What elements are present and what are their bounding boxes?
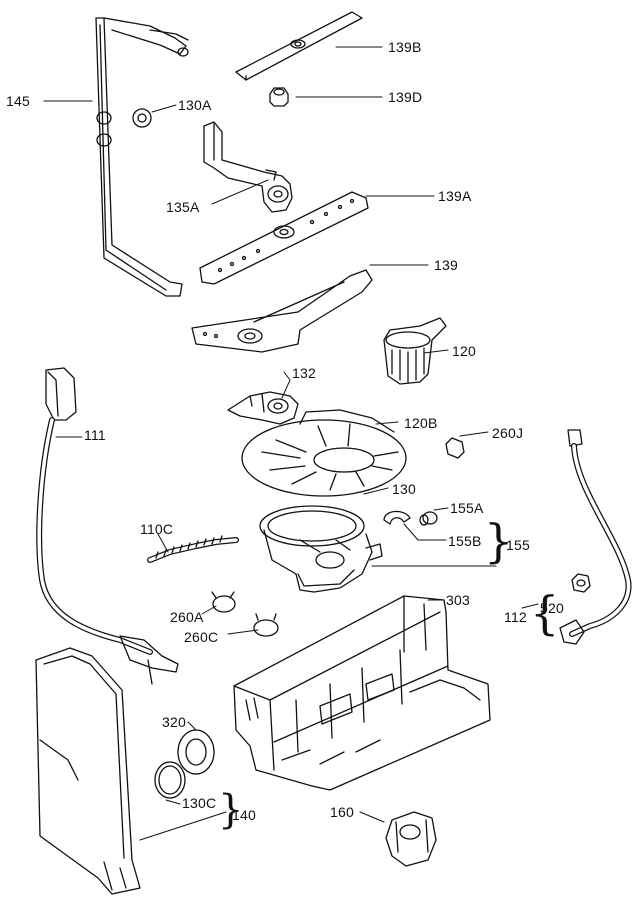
brace-155: } [484,514,514,568]
label-120b: 120B [404,415,438,431]
label-130a: 130A [178,97,212,113]
label-120: 120 [452,343,476,359]
part-130c-ring [154,761,186,799]
part-303-base [233,595,491,791]
label-160: 160 [330,804,354,820]
part-132-diverter [227,391,299,425]
part-320-seal [177,729,215,775]
part-139d-nut [269,87,289,107]
label-132: 132 [292,365,316,381]
part-139b-top-spray-arm [235,11,363,81]
part-110c-hose [147,535,239,563]
part-160-pump [385,811,437,867]
label-155b: 155B [448,533,482,549]
label-112: 112 [504,609,527,625]
label-139a: 139A [438,188,472,204]
label-135a: 135A [166,199,200,215]
part-155b-seal [383,510,411,525]
label-145: 145 [6,93,30,109]
part-120-filter-cup [383,317,447,385]
label-110c: 110C [140,521,174,537]
part-140-side-panel [35,647,141,895]
label-130c: 130C [182,795,217,811]
brace-140: } [218,787,244,833]
part-145-upper-spray-tube [95,17,189,297]
part-130-sump [259,505,383,593]
part-112-drain-hose [559,429,632,645]
label-320: 320 [162,714,186,730]
label-260a: 260A [170,609,204,625]
part-139a-middle-spray-arm [199,191,369,285]
label-260c: 260C [184,629,219,645]
label-155a: 155A [450,500,484,516]
part-120b-filter-plate [241,409,407,497]
label-155: 155 [506,537,530,553]
part-260c-clamp [253,613,279,637]
label-140: 140 [232,807,256,823]
part-139-lower-spray-arm [191,269,373,353]
part-155a-plug [419,511,438,526]
part-130a-ring [132,108,152,128]
label-139b: 139B [388,39,422,55]
label-260j: 260J [492,425,524,441]
part-260j-clip [445,437,465,459]
part-111-inlet-hose [36,367,179,685]
brace-112: { [530,586,560,640]
part-520-nut [571,573,591,593]
label-130: 130 [392,481,416,497]
part-135a-bracket [203,121,293,213]
leader-lines [43,46,539,841]
label-303: 303 [446,592,470,608]
label-139: 139 [434,257,458,273]
label-139d: 139D [388,89,423,105]
label-111: 111 [84,427,106,443]
part-260a-clamp [211,591,236,613]
label-520: 520 [540,600,564,616]
